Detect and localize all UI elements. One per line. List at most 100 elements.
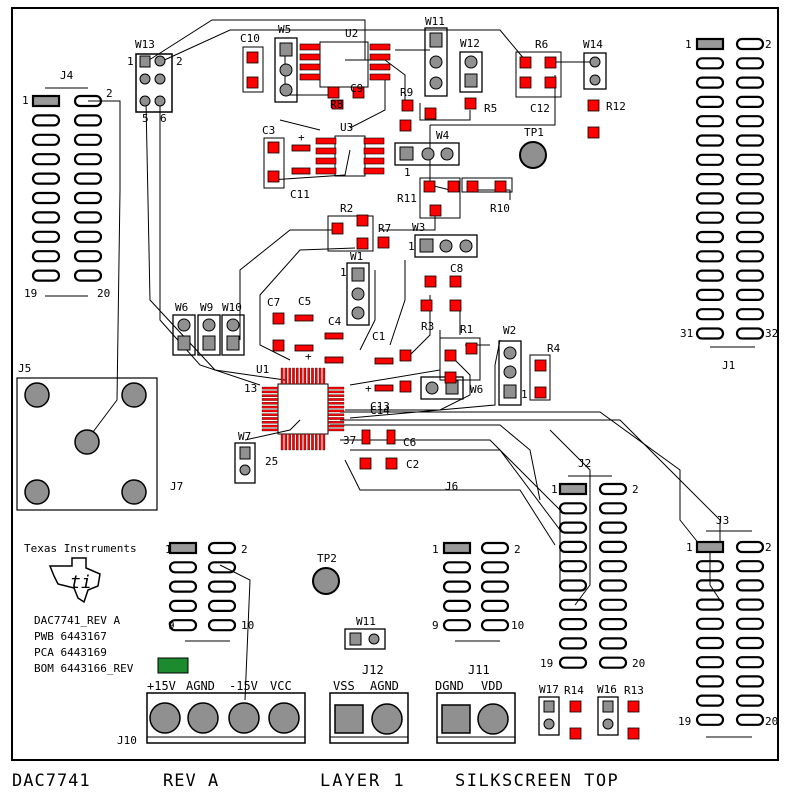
cap-c5[interactable]: C5 [294,295,314,352]
connector-j1[interactable]: 1 2 31 32 J1 [680,37,778,372]
cap-c13[interactable]: C13 [370,380,412,413]
ic-u3[interactable]: U3 [315,121,385,177]
res-r7[interactable]: R7 [377,222,391,249]
header-pin [31,191,61,205]
cap-c10[interactable]: C10 [240,32,264,93]
header-pin [735,579,765,592]
cap-c3[interactable]: C3 [262,124,285,189]
res-r9[interactable]: R9 [399,86,437,132]
jumper-w17[interactable]: W17 [538,683,560,736]
testpoint-tp1[interactable]: TP1 [519,126,547,169]
w4-pin1: 1 [404,166,411,179]
connector-j5[interactable]: J5 [16,362,158,511]
jumper-w9[interactable]: W9 [197,301,221,356]
ic-pin [261,421,279,424]
header-pin [735,694,765,707]
cap-c4[interactable]: C4 [324,315,344,364]
header-pin [735,37,765,51]
connector-j10[interactable]: +15V AGND -15V VCC J10 [117,679,306,747]
header-pin [695,308,725,321]
cap-c2[interactable]: C2 [359,457,419,471]
ic-u2[interactable]: U2 [299,27,391,88]
connector-j3[interactable]: J3 1 2 19 20 [678,514,778,738]
jumper-w10[interactable]: W10 [221,301,245,356]
res-r5[interactable]: R5 [464,97,497,115]
cap-c1[interactable]: C1 [372,330,412,365]
res-r11[interactable]: R11 [397,177,461,219]
pad [246,51,259,64]
header-pin [695,288,725,301]
jumper-w2[interactable]: W2 1 [498,324,528,406]
pad [359,457,372,470]
jumper-w8[interactable]: W7 [234,430,256,484]
testpoint-tp2[interactable]: TP2 [312,552,340,595]
j5-label: J5 [18,362,31,375]
connector-j11[interactable]: J11 DGND VDD [435,663,516,744]
cap-c6[interactable]: C6 [361,429,416,449]
ic-u1[interactable]: U1 13 25 37 [244,363,356,468]
header-pin [168,599,198,613]
cap-c12[interactable]: C12 [515,51,562,115]
header-pin [73,191,103,205]
res-r8[interactable]: R8 [330,98,344,111]
pad [447,180,460,193]
pad [331,99,344,110]
jumper-w1[interactable]: W1 1 [340,250,370,326]
ic-pin [261,386,279,390]
header-pin [695,269,725,282]
jumper-w15[interactable]: W14 [583,38,607,90]
connector-j4[interactable]: J4 1 2 19 20 [22,69,113,300]
j6-label: J6 [445,480,458,493]
res-r10[interactable]: R10 [461,177,513,215]
jumper-w4[interactable]: W4 1 [394,129,460,179]
res-r12[interactable]: R12 [587,99,626,139]
jumper-w3[interactable]: W3 1 [408,221,478,258]
res-r4[interactable]: R4 [529,342,561,401]
res-r1[interactable]: R1 [439,323,481,384]
svg-text:ti: ti [70,572,92,593]
header-pin [695,134,725,147]
jumper-w13[interactable]: W13 1 2 5 6 [127,38,183,125]
w3-label: W3 [412,221,425,234]
connector-j7[interactable]: J7 1 2 9 10 [165,480,254,642]
j2-pin1-label: 1 [551,483,558,496]
res-r13[interactable]: R13 [624,684,644,740]
connector-j12[interactable]: J12 VSS AGND [329,663,409,744]
res-r2[interactable]: R2 [327,202,374,252]
u1-pin37-label: 37 [343,434,356,447]
res-r6[interactable]: R6 [535,38,548,51]
jumper-w11[interactable]: W11 W11 [344,615,386,650]
jumper-w7[interactable]: W6 [172,301,196,356]
pad [294,344,314,352]
cap-c14[interactable]: C14 [370,404,390,417]
cap-c8[interactable]: C8 [424,262,463,288]
connector-j6[interactable]: J6 1 2 9 10 [432,480,524,642]
ic-pin [327,402,345,405]
pad [420,299,433,312]
j11-pin-vdd: VDD [481,679,503,693]
j10-pin-vcc: VCC [270,679,292,693]
header-pin [735,308,765,321]
w13-pin2: 2 [176,55,183,68]
res-r3[interactable]: R3 [420,299,462,333]
jumper-w14[interactable]: W12 [459,37,483,93]
pad [291,144,311,152]
jumper-w5[interactable]: W5 [274,23,298,103]
u1-pin25-label: 25 [265,455,278,468]
res-r14[interactable]: R14 [564,684,584,740]
tp1-label: TP1 [524,126,544,139]
jumper-w12[interactable]: W11 [424,15,448,97]
cap-c11-label: C11 [290,188,310,201]
cap-c11[interactable]: C11 [290,144,311,201]
polarity-mark: + [305,350,312,363]
ic-pin [299,367,303,385]
connector-j2[interactable]: J2 1 2 19 20 [540,457,645,670]
jumper-w16[interactable]: W16 [597,683,619,736]
cap-c7[interactable]: C7 [267,296,285,352]
w17-label: W17 [539,683,559,696]
jumper-w6[interactable]: W6 W7 W6 [420,376,483,400]
w13-pin1: 1 [127,55,134,68]
header-pin [735,327,765,340]
cap-c9[interactable]: C9 [327,82,365,99]
